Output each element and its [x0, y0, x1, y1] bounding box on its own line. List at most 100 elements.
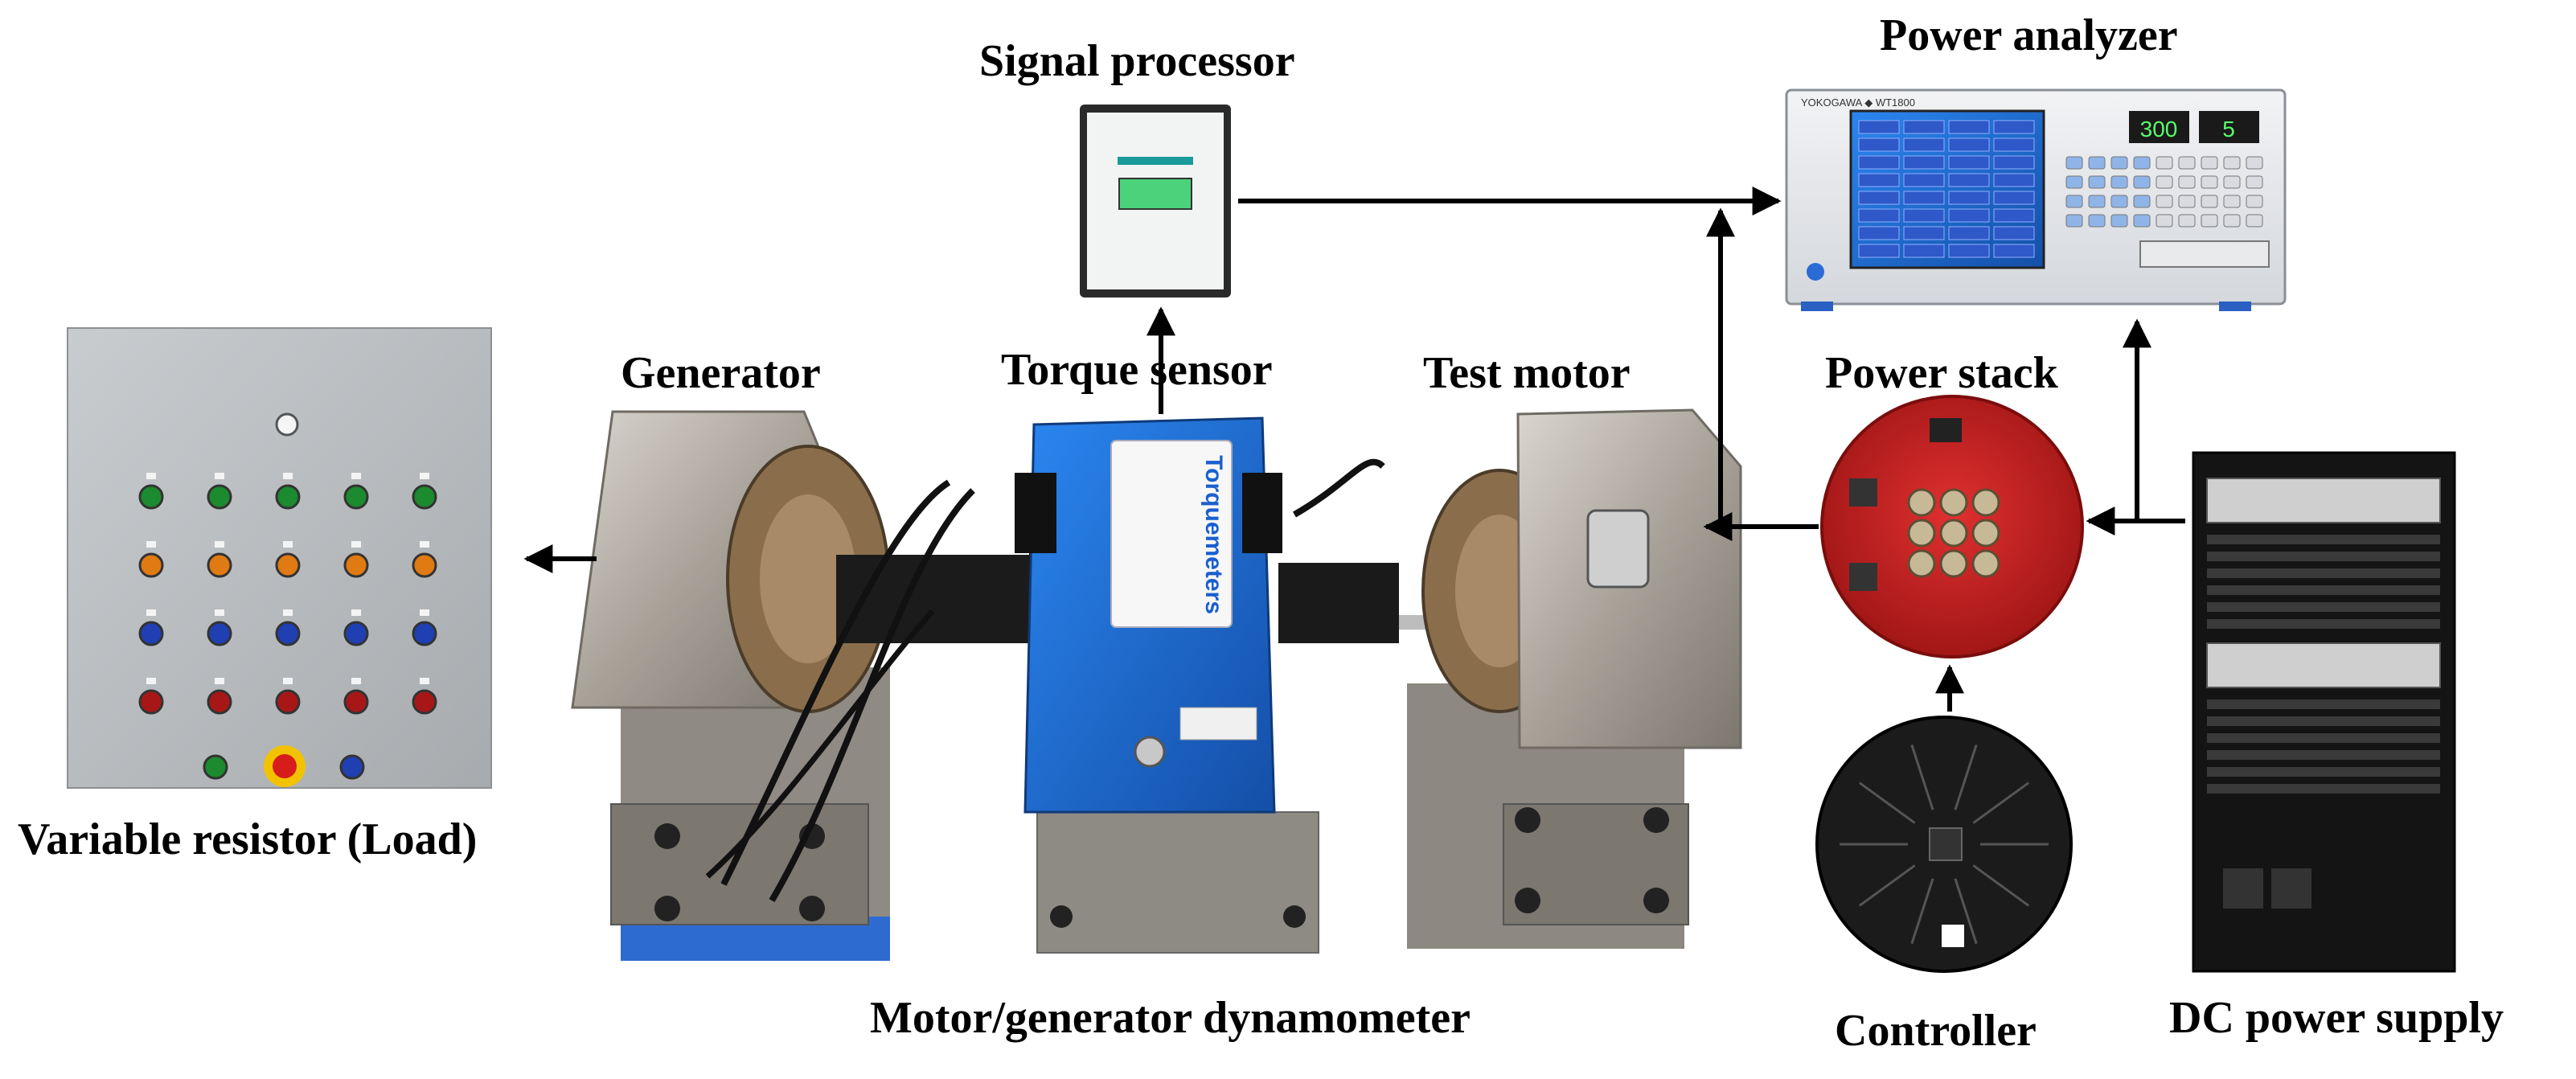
lamp-tag	[215, 541, 224, 548]
screen-cell	[1948, 191, 1990, 205]
lamp-tag	[146, 609, 156, 616]
supply-module-1	[2206, 478, 2441, 523]
lamp-tag	[283, 473, 293, 479]
analyzer-key	[2246, 175, 2263, 189]
vent-slat	[2207, 602, 2440, 612]
power-stack-board	[1820, 395, 2084, 658]
indicator-lamp-orange	[412, 552, 437, 578]
generator-unit	[571, 410, 890, 961]
screen-cell	[1948, 226, 1990, 240]
screen-cell	[1993, 173, 2035, 187]
analyzer-key	[2201, 156, 2218, 170]
analyzer-screen-grid	[1858, 120, 2035, 258]
analyzer-key	[2156, 156, 2173, 170]
screen-cell	[1903, 208, 1945, 223]
printer-slot	[2139, 240, 2270, 268]
indicator-lamp-orange	[343, 552, 369, 578]
rack-vents	[2207, 535, 2440, 794]
indicator-lamp-green	[138, 484, 164, 510]
screen-cell	[1858, 173, 1900, 187]
supply-module-2	[2206, 642, 2441, 688]
screen-cell	[1858, 155, 1900, 170]
screen-cell	[1858, 244, 1900, 258]
right-coupling	[1278, 458, 1487, 643]
indicator-lamp-grid	[138, 473, 437, 715]
screen-cell	[1948, 155, 1990, 170]
vent-slat	[2207, 568, 2440, 578]
analyzer-display-right: 5	[2222, 117, 2235, 142]
arrow-supply-to-analyzer	[2123, 318, 2185, 523]
screen-cell	[1948, 244, 1990, 258]
lamp-tag	[146, 541, 156, 548]
indicator-lamp-orange	[138, 552, 164, 578]
indicator-lamp-blue	[343, 621, 369, 646]
analyzer-key	[2065, 214, 2083, 228]
vent-slat	[2207, 585, 2440, 595]
lamp-tag	[351, 678, 361, 684]
analyzer-key	[2246, 214, 2263, 228]
lamp-tag	[420, 541, 429, 548]
label-torque-sensor: Torque sensor	[1001, 345, 1273, 395]
lamp-tag	[215, 678, 224, 684]
indicator-lamp-orange	[275, 552, 301, 578]
analyzer-key	[2110, 156, 2128, 170]
analyzer-key	[2223, 195, 2241, 208]
analyzer-key	[2156, 214, 2173, 228]
analyzer-screen	[1849, 109, 2045, 269]
analyzer-key	[2065, 175, 2083, 189]
torque-label-plate	[1110, 440, 1233, 628]
screen-cell	[1948, 120, 1990, 134]
capacitor	[1971, 488, 2000, 517]
analyzer-key	[2088, 214, 2106, 228]
indicator-lamp-red	[343, 689, 369, 715]
controller-traces	[1840, 744, 2049, 945]
vent-slat	[2207, 716, 2440, 726]
pcb-trace	[1858, 864, 1916, 907]
vent-slat	[2207, 733, 2440, 743]
lamp-tag	[215, 473, 224, 479]
label-variable-resistor: Variable resistor (Load)	[18, 814, 478, 864]
capacitor-array	[1907, 488, 2000, 578]
variable-resistor-panel	[67, 327, 492, 789]
screen-cell	[1903, 226, 1945, 240]
screen-cell	[1903, 244, 1945, 258]
capacitor	[1939, 519, 1968, 548]
analyzer-key	[2133, 214, 2151, 228]
pcb-trace	[1972, 782, 2030, 824]
analyzer-keypad	[2065, 156, 2263, 228]
analyzer-key	[2178, 214, 2196, 228]
screen-cell	[1993, 244, 2035, 258]
screen-cell	[1948, 137, 1990, 152]
vent-slat	[2207, 535, 2440, 544]
screen-cell	[1858, 137, 1900, 152]
analyzer-key	[2088, 156, 2106, 170]
pcb-trace	[1910, 744, 1934, 810]
label-test-motor: Test motor	[1423, 348, 1631, 398]
analyzer-key	[2223, 156, 2241, 170]
screen-cell	[1993, 137, 2035, 152]
pcb-trace	[1858, 782, 1916, 824]
analyzer-key	[2133, 195, 2151, 208]
screen-cell	[1858, 191, 1900, 205]
indicator-lamp-blue	[207, 621, 232, 646]
analyzer-display-left: 300	[2140, 117, 2178, 142]
analyzer-key	[2246, 156, 2263, 170]
analyzer-key	[2246, 195, 2263, 208]
capacitor	[1907, 519, 1936, 548]
screen-cell	[1903, 120, 1945, 134]
analyzer-key	[2133, 156, 2151, 170]
power-button-icon	[1807, 263, 1824, 281]
indicator-lamp-blue	[412, 621, 437, 646]
indicator-lamp-green	[412, 484, 437, 510]
lamp-tag	[351, 609, 361, 616]
signal-display	[1118, 178, 1192, 210]
label-dc-power-supply: DC power supply	[2169, 993, 2504, 1043]
connector-icon	[1134, 736, 1166, 768]
analyzer-key	[2178, 156, 2196, 170]
indicator-lamp-red	[138, 689, 164, 715]
screen-cell	[1993, 208, 2035, 223]
indicator-lamp-orange	[207, 552, 232, 578]
vent-slat	[2207, 784, 2440, 794]
screen-cell	[1948, 173, 1990, 187]
analyzer-key	[2088, 195, 2106, 208]
